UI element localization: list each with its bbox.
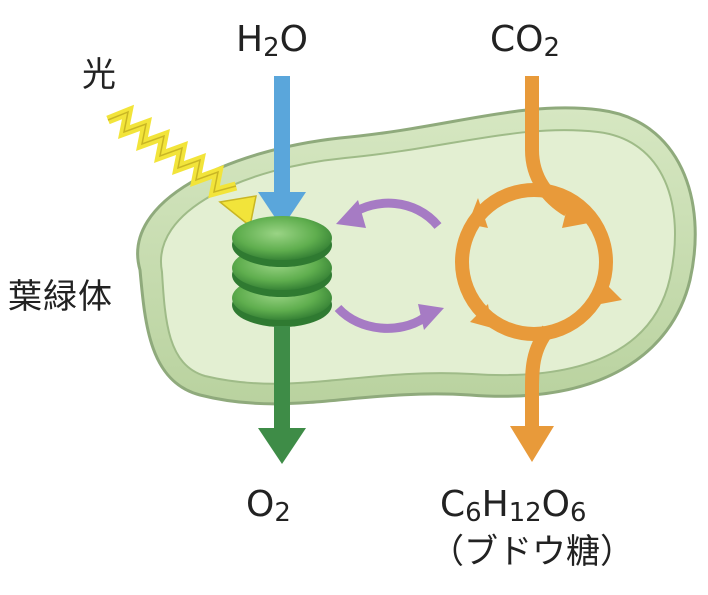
water-label-h: H [236,19,264,60]
glucose-sub-h: 12 [508,497,542,528]
oxygen-output-arrow [258,326,306,464]
chloroplast-label: 葉緑体 [8,277,113,317]
co2-input-arrow [525,76,572,217]
oxygen-label-base: O [246,484,275,525]
oxygen-label: O2 [246,484,291,526]
calvin-cycle [455,183,622,341]
glucose-h: H [481,484,509,525]
water-input-arrow [258,76,306,228]
glucose-output-arrow [510,325,554,462]
co2-label-sub: 2 [543,32,560,63]
light-arrow [106,104,257,228]
glucose-c: C [440,484,466,525]
glucose-name-label: （ブドウ糖） [430,532,634,572]
co2-label: CO2 [490,19,560,61]
thylakoid-stack [232,216,332,327]
glucose-formula-label: C6H12O6 [440,484,587,526]
exchange-arrow-top [336,198,442,230]
exchange-arrow-bottom [334,304,444,333]
glucose-sub-o: 6 [570,497,587,528]
water-label-o: O [279,19,308,60]
co2-label-base: CO [490,19,544,60]
oxygen-label-sub: 2 [274,497,291,528]
water-label-sub: 2 [263,32,280,63]
glucose-sub-c: 6 [465,497,482,528]
light-label: 光 [82,55,116,95]
glucose-o: O [541,484,571,525]
water-label: H2O [236,19,308,61]
